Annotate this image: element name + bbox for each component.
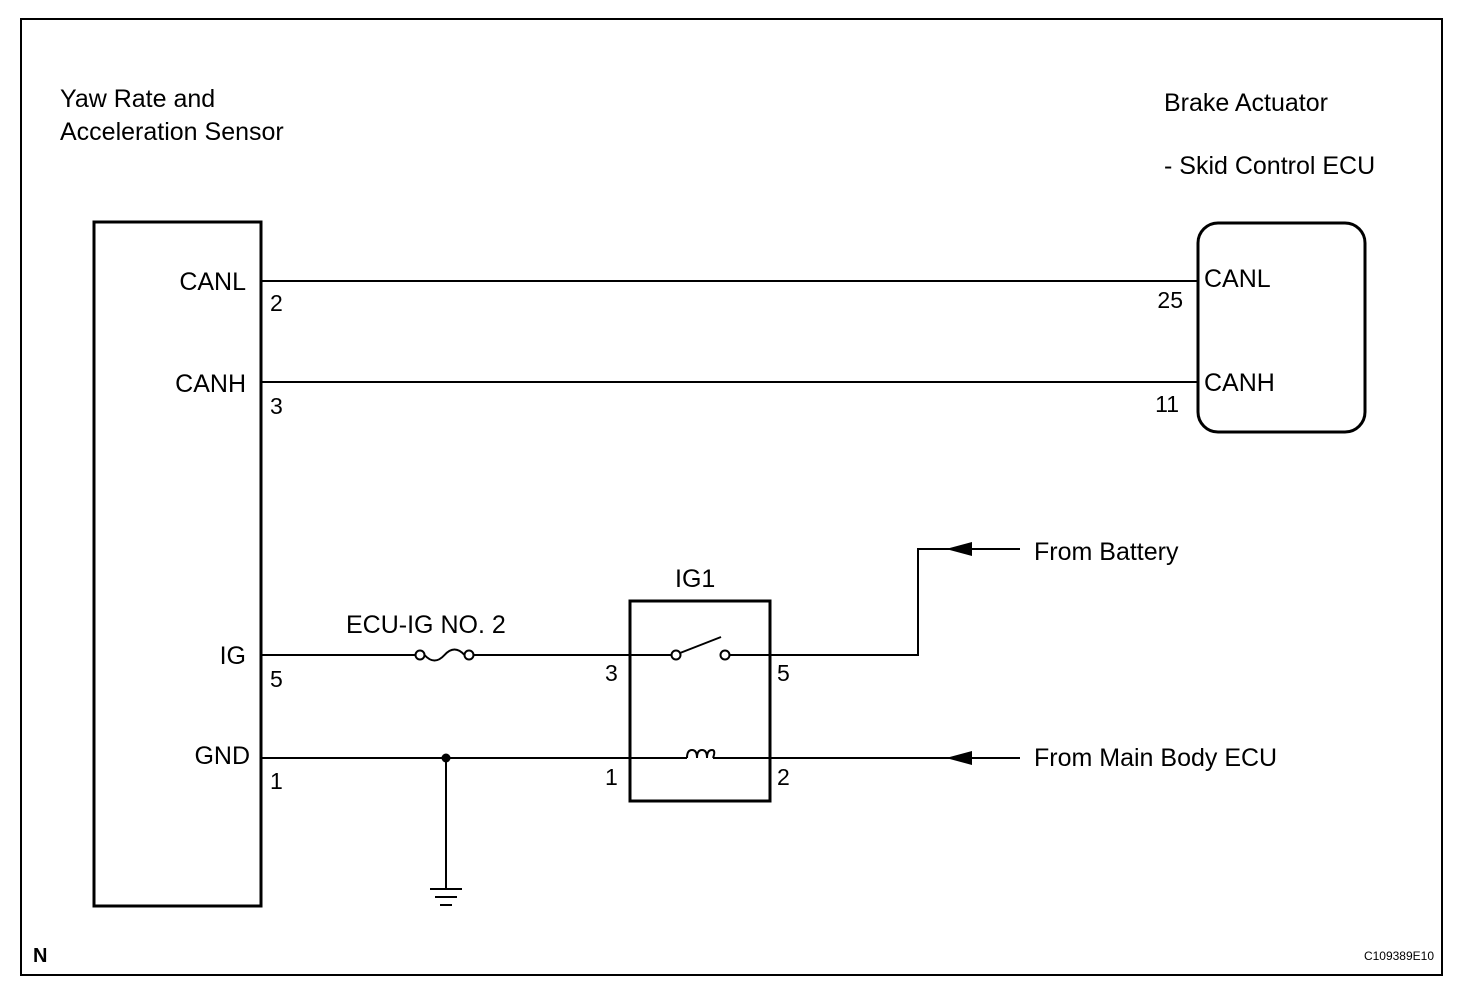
battery-wire — [770, 548, 1020, 656]
sensor-terminal-canh-pin: 3 — [270, 393, 283, 419]
sensor-box — [92, 220, 263, 908]
figure-code: C109389E10 — [1364, 949, 1434, 963]
sensor-terminal-gnd-label: GND — [194, 742, 250, 770]
sensor-terminal-canh-label: CANH — [175, 370, 246, 398]
relay-pin-switch-out: 5 — [777, 660, 790, 686]
sensor-title-line2: Acceleration Sensor — [60, 118, 284, 146]
battery-arrow-icon — [946, 542, 972, 556]
sensor-terminal-canl-pin: 2 — [270, 290, 283, 316]
ecu-terminal-canh-pin: 11 — [1155, 391, 1179, 417]
relay-pin-switch-in: 3 — [605, 660, 618, 686]
ecu-terminal-canl-pin: 25 — [1157, 287, 1183, 313]
relay-pin-coil-out: 2 — [777, 764, 790, 790]
footer-left-mark: N — [33, 945, 47, 967]
sensor-title-line1: Yaw Rate and — [60, 85, 215, 113]
ecu-title-line1: Brake Actuator — [1164, 89, 1328, 117]
diagram-frame — [20, 18, 1443, 976]
sensor-terminal-gnd-pin: 1 — [270, 768, 283, 794]
relay-label: IG1 — [675, 565, 715, 593]
main-body-source-label: From Main Body ECU — [1034, 744, 1277, 772]
ecu-box — [1196, 221, 1367, 434]
relay-pin-coil-in: 1 — [605, 764, 618, 790]
sensor-terminal-canl-label: CANL — [179, 268, 246, 296]
ground-icon — [430, 888, 462, 906]
relay-box — [628, 599, 772, 803]
fuse-label: ECU-IG NO. 2 — [346, 611, 506, 639]
battery-source-label: From Battery — [1034, 538, 1179, 566]
relay-switch-icon — [670, 636, 731, 661]
main-body-arrow-icon — [946, 751, 972, 765]
fuse-icon — [414, 648, 475, 662]
sensor-terminal-ig-pin: 5 — [270, 666, 283, 692]
relay-coil-icon — [686, 748, 716, 759]
ecu-title-line2: - Skid Control ECU — [1164, 152, 1375, 180]
ecu-terminal-canl-label: CANL — [1204, 265, 1271, 293]
sensor-terminal-ig-label: IG — [220, 642, 246, 670]
ecu-terminal-canh-label: CANH — [1204, 369, 1275, 397]
